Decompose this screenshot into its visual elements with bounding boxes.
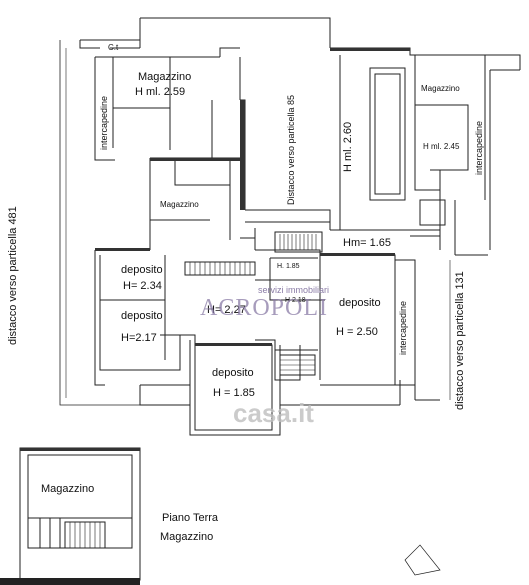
room-label-magazzino-top: Magazzino [138, 71, 192, 83]
room-label-deposito-3: deposito [212, 367, 254, 379]
room-label-ct: C.t [108, 43, 119, 52]
room-label-deposito-2: deposito [121, 310, 163, 322]
room-height-magazzino-right: H ml. 2.45 [423, 142, 460, 151]
room-height-deposito-2: H=2.17 [121, 332, 157, 344]
room-height-deposito-4: H = 2.50 [336, 326, 378, 338]
height-label-218: H 2.18 [285, 297, 306, 304]
room-height-center: H= 2.27 [207, 304, 246, 316]
room-label-deposito-4: deposito [339, 297, 381, 309]
distacco-481-label: distacco verso particella 481 [7, 206, 19, 345]
room-label-magazzino-mid: Magazzino [160, 200, 199, 209]
height-label-260: H ml. 2.60 [342, 121, 354, 172]
intercapedine-left-label: intercapedine [99, 95, 109, 150]
room-height-deposito-1: H= 2.34 [123, 280, 162, 292]
watermark-tagline: servizi immobiliari [258, 285, 330, 295]
caption-floor: Piano Terra [162, 512, 219, 524]
room-label-deposito-1: deposito [121, 264, 163, 276]
room-label-magazzino-annex: Magazzino [41, 483, 95, 495]
watermark-site: casa.it [233, 398, 314, 428]
room-height-magazzino-top: H ml. 2.59 [135, 86, 186, 98]
height-label-185: H. 1.85 [277, 263, 300, 270]
room-label-magazzino-right: Magazzino [421, 84, 460, 93]
distacco-85-label: Distacco verso particella 85 [286, 94, 296, 205]
room-height-deposito-3: H = 1.85 [213, 387, 255, 399]
distacco-131-label: distacco verso particella 131 [454, 271, 466, 410]
intercapedine-right-label: intercapedine [474, 120, 484, 175]
intercapedine-bottom-right-label: intercapedine [398, 300, 408, 355]
watermark-agency-name: ACROPOLI [200, 295, 329, 321]
caption-use: Magazzino [160, 531, 214, 543]
height-label-hm-165: Hm= 1.65 [343, 237, 391, 249]
